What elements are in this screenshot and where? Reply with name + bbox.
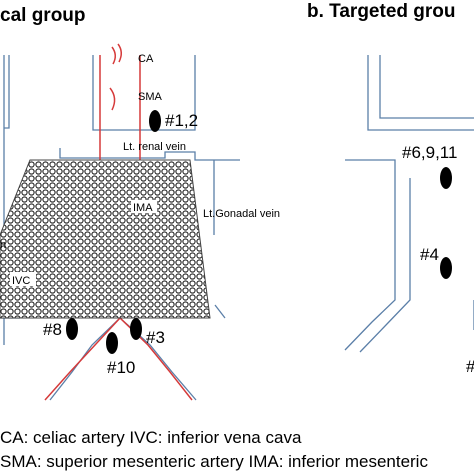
ca-branch-2: [117, 43, 122, 63]
iliac-artery-left: [44, 317, 121, 401]
marker-dot-3: [130, 318, 142, 340]
right-ivc-left: [344, 178, 396, 351]
left-panel-title: cal group: [0, 5, 86, 26]
left-renal-vein-upper: [4, 55, 10, 129]
ima-label-bg: [131, 200, 157, 213]
marker-label-10: #10: [107, 358, 135, 377]
renal-vein-label: Lt. renal vein: [123, 141, 186, 153]
left-markers: [66, 110, 161, 354]
ca-branch-1: [111, 46, 116, 65]
renal-vein-lower-edge: [59, 148, 240, 161]
sma-label: SMA: [138, 91, 163, 103]
ivc-lower-right: [214, 304, 226, 319]
lymph-node-region: [0, 159, 211, 319]
marker-label-4: #4: [420, 245, 439, 264]
marker-label-clipped: #: [466, 357, 474, 376]
sma-branch: [109, 87, 116, 111]
marker-dot-10: [106, 332, 118, 354]
right-renal-lower: [345, 159, 396, 178]
right-ivc-inner: [359, 178, 411, 353]
gonadal-vein-label: Lt.Gonadal vein: [203, 208, 280, 220]
marker-dot-6-9-11: [440, 167, 452, 189]
marker-label-8: #8: [43, 320, 62, 339]
marker-label-6-9-11: #6,9,11: [402, 143, 457, 162]
ivc-label-bg: [10, 272, 36, 286]
right-panel-title: b. Targeted grou: [307, 1, 455, 22]
marker-label-1-2: #1,2: [165, 111, 198, 130]
right-top-branch-b: [379, 55, 474, 119]
right-top-branch-a: [367, 55, 474, 131]
marker-dot-1-2: [149, 110, 161, 132]
ivc-label: IVC: [12, 275, 30, 287]
clipped-label-n: n: [0, 239, 6, 251]
ima-label: IMA: [133, 202, 153, 214]
marker-dot-4: [440, 257, 452, 279]
right-markers: [440, 167, 452, 279]
right-veins: [344, 55, 474, 353]
caption-line-1: CA: celiac artery IVC: inferior vena cav…: [0, 428, 302, 447]
renal-vein-upper-edge: [92, 55, 196, 131]
marker-label-3: #3: [146, 328, 165, 347]
caption-line-2: SMA: superior mesenteric artery IMA: inf…: [0, 452, 428, 471]
ca-label: CA: [138, 53, 154, 65]
marker-dot-8: [66, 318, 78, 340]
